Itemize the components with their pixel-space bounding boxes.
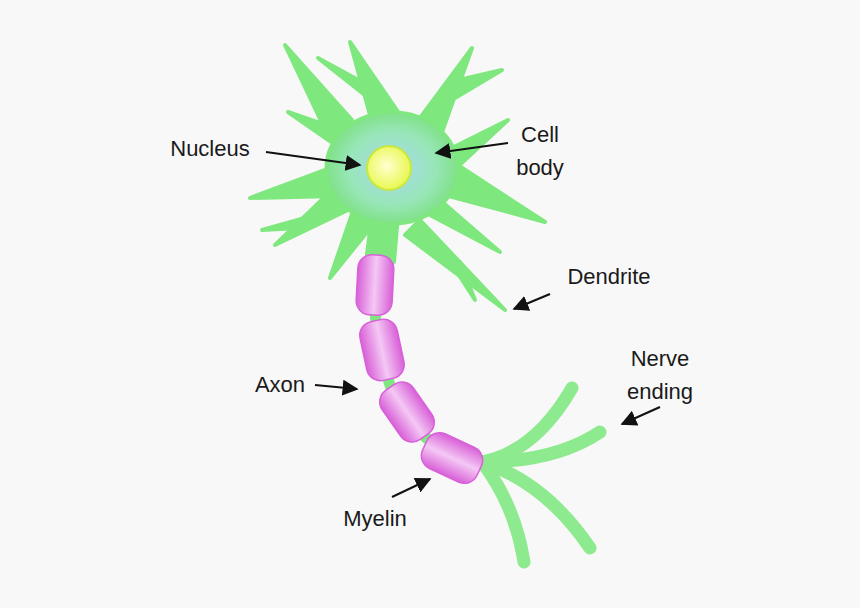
label-nucleus: Nucleus [160,132,260,165]
label-axon: Axon [248,368,312,401]
label-dendrite: Dendrite [554,260,664,293]
cell-body [326,112,458,224]
nerve-endings [482,388,600,562]
dendrites [250,42,545,310]
label-myelin: Myelin [330,502,420,535]
label-nerve-ending: Nerve ending [612,342,708,408]
myelin-sheath [355,254,487,488]
leader-arrows [266,143,660,497]
label-cell-body: Cell body [505,118,575,184]
nucleus [367,146,411,190]
